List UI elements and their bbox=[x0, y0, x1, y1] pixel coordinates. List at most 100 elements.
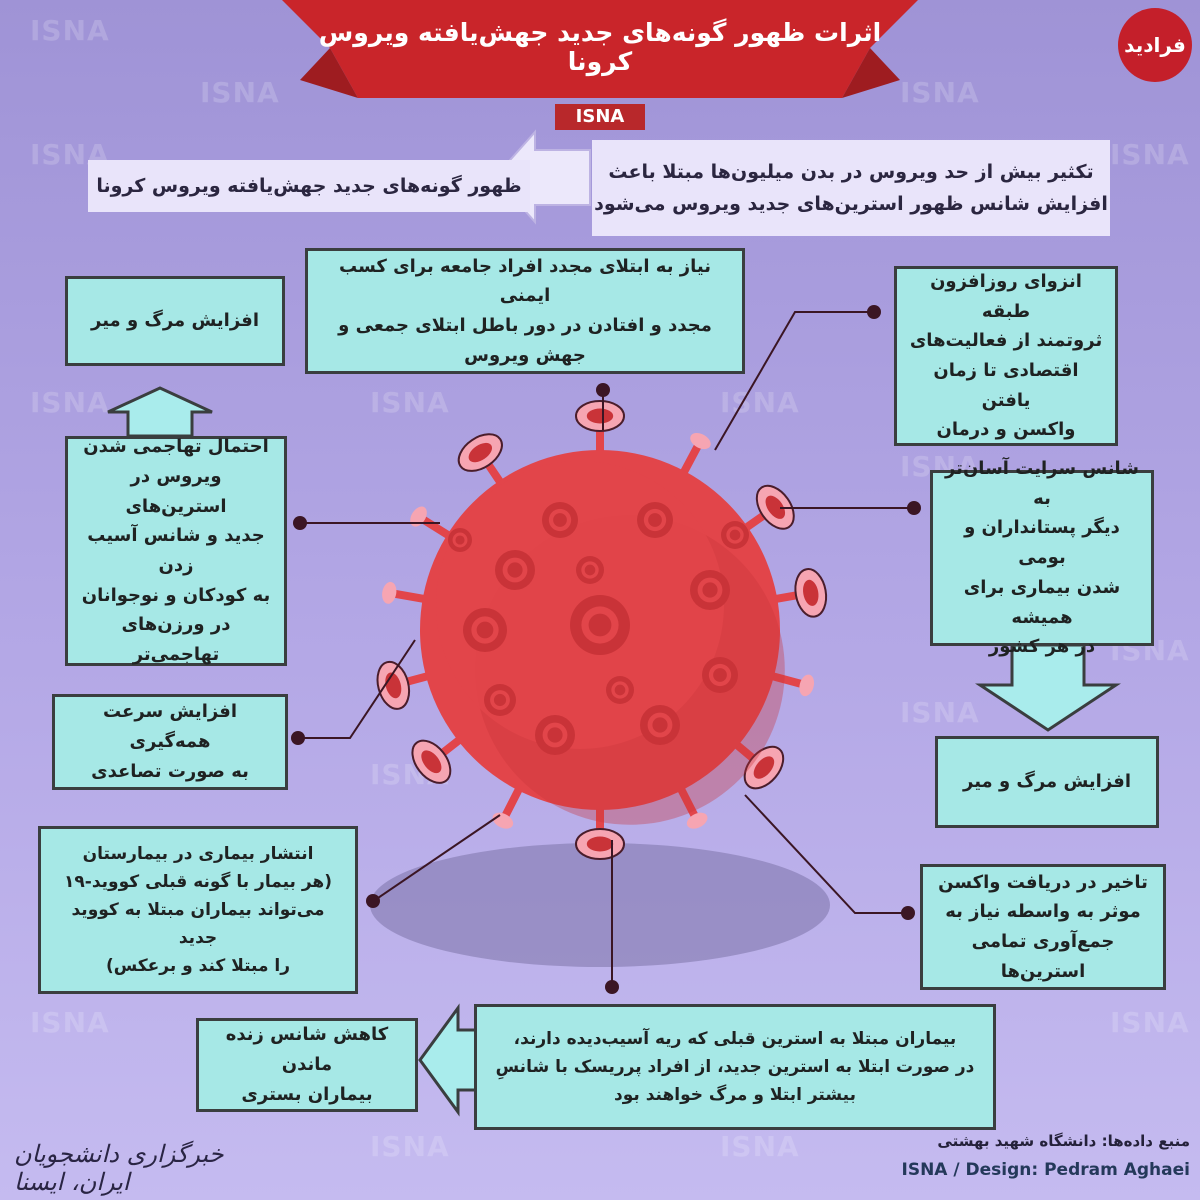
top-right-box: تکثیر بیش از حد ویروس در بدن میلیون‌ها م… bbox=[592, 140, 1110, 236]
text-line: ثروتمند از فعالیت‌های bbox=[909, 330, 1103, 352]
text-line: شدن بیماری برای همیشه bbox=[963, 576, 1121, 628]
arrow-down bbox=[975, 643, 1121, 732]
isna-tag: ISNA bbox=[555, 104, 645, 130]
text-line: افزایش شانس ظهور استرین‌های جدید ویروس م… bbox=[594, 193, 1108, 215]
box-isolation: انزوای روزافزون طبقه ثروتمند از فعالیت‌ه… bbox=[894, 266, 1118, 446]
text-line: تاخیر در دریافت واکسن bbox=[938, 871, 1148, 893]
receptor-center bbox=[553, 513, 567, 527]
box-lung-patients: بیماران مبتلا به استرین قبلی که ریه آسیب… bbox=[474, 1004, 996, 1130]
spike-head bbox=[686, 812, 708, 829]
receptor-center bbox=[588, 613, 612, 637]
receptor-center bbox=[493, 693, 507, 707]
spike-core bbox=[803, 579, 819, 606]
watermark: ISNA bbox=[370, 386, 450, 419]
text-line: ویروس در استرین‌های bbox=[125, 465, 227, 517]
fararu-logo: فرادید bbox=[1118, 8, 1192, 82]
banner-tail-right bbox=[842, 48, 900, 98]
receptor-center bbox=[648, 513, 662, 527]
text-line: در صورت ابتلا به استرین جدید، از افراد پ… bbox=[495, 1056, 975, 1077]
receptor-center bbox=[507, 562, 523, 578]
design-credit: ISNA / Design: Pedram Aghaei bbox=[901, 1160, 1190, 1180]
text-line: کاهش شانس زنده ماندن bbox=[225, 1024, 389, 1076]
spike-core bbox=[468, 442, 493, 463]
page-title: اثرات ظهور گونه‌های جدید جهش‌یافته ویروس… bbox=[318, 18, 882, 76]
spike-core bbox=[753, 756, 775, 779]
box-reinfection: نیاز به ابتلای مجدد افراد جامعه برای کسب… bbox=[305, 248, 745, 374]
watermark: ISNA bbox=[200, 76, 280, 109]
text-line: افزایش سرعت همه‌گیری bbox=[102, 701, 238, 753]
watermark: ISNA bbox=[720, 386, 800, 419]
box-survival: کاهش شانس زنده ماندن بیماران بستری bbox=[196, 1018, 418, 1112]
text-line: بیماران بستری bbox=[241, 1083, 373, 1105]
spike-head bbox=[410, 506, 427, 527]
text-line: دیگر پستانداران و بومی bbox=[964, 517, 1120, 569]
receptor-center bbox=[584, 564, 596, 576]
text-line: می‌تواند بیماران مبتلا به کووید جدید bbox=[71, 899, 325, 949]
watermark: ISNA bbox=[1110, 1006, 1190, 1039]
box-animals: شانس سرایت آسان‌تر به دیگر پستانداران و … bbox=[930, 458, 1154, 657]
text-line: موثر به واسطه نیاز به bbox=[945, 901, 1141, 923]
watermark: ISNA bbox=[30, 386, 110, 419]
text-line: به صورت تصاعدی bbox=[91, 760, 249, 782]
receptor-center bbox=[713, 668, 727, 682]
arrow-up bbox=[107, 386, 213, 438]
spike-core bbox=[586, 836, 614, 852]
text-line: بیماران مبتلا به استرین قبلی که ریه آسیب… bbox=[513, 1028, 957, 1049]
text-line: را مبتلا کند و برعکس) bbox=[105, 956, 291, 977]
receptor-center bbox=[652, 717, 668, 733]
virus-illustration bbox=[376, 400, 828, 860]
top-left-label: ظهور گونه‌های جدید جهش‌یافته ویروس کرونا bbox=[88, 160, 530, 212]
text-line: مجدد و افتادن در دور باطل ابتلای جمعی و bbox=[338, 315, 712, 336]
spike-core bbox=[765, 495, 786, 519]
text-line: تکثیر بیش از حد ویروس در بدن میلیون‌ها م… bbox=[608, 160, 1094, 183]
text-line: (هر بیمار با گونه قبلی کووید-۱۹ bbox=[64, 871, 332, 892]
banner-tail-left bbox=[300, 48, 358, 98]
watermark: ISNA bbox=[720, 1130, 800, 1163]
text-line: اقتصادی تا زمان یافتن bbox=[933, 360, 1079, 411]
watermark: ISNA bbox=[370, 1130, 450, 1163]
watermark: ISNA bbox=[1110, 138, 1190, 171]
text-line: در ورزن‌های تهاجمی‌تر bbox=[121, 614, 231, 666]
box-vaccine-delay: تاخیر در دریافت واکسن موثر به واسطه نیاز… bbox=[920, 864, 1166, 990]
virus-shadow bbox=[370, 843, 830, 967]
receptor-center bbox=[614, 684, 626, 696]
watermark: ISNA bbox=[900, 696, 980, 729]
text-line: بیشتر ابتلا و مرگ خواهند بود bbox=[614, 1085, 856, 1106]
connector-lines bbox=[300, 311, 912, 985]
watermark: ISNA bbox=[900, 76, 980, 109]
spike-head bbox=[799, 674, 815, 697]
box-hospital: انتشار بیماری در بیمارستان (هر بیمار با … bbox=[38, 826, 358, 994]
agency-signature: خبرگزاری دانشجویان ایران، ایسنا bbox=[14, 1140, 224, 1196]
spike-head bbox=[690, 432, 711, 450]
spike-head bbox=[382, 581, 397, 604]
text-line: شانس سرایت آسان‌تر به bbox=[944, 458, 1140, 509]
watermark: ISNA bbox=[30, 1006, 110, 1039]
spike-core bbox=[421, 750, 442, 774]
watermark: ISNA bbox=[30, 14, 110, 47]
box-aggressive: احتمال تهاجمی شدن ویروس در استرین‌های جد… bbox=[65, 436, 287, 666]
receptor-center bbox=[702, 582, 718, 598]
title-banner bbox=[282, 0, 918, 98]
text-line: واکسن و درمان bbox=[936, 419, 1076, 441]
spike-core bbox=[586, 408, 614, 424]
receptor-center bbox=[476, 621, 494, 639]
receptor-center bbox=[547, 727, 563, 743]
box-deaths-right: افزایش مرگ و میر bbox=[935, 736, 1159, 828]
source-note: منبع داده‌ها: دانشگاه شهید بهشتی bbox=[937, 1132, 1190, 1150]
text-line: به کودکان و نوجوانان bbox=[81, 584, 271, 606]
box-spread-speed: افزایش سرعت همه‌گیری به صورت تصاعدی bbox=[52, 694, 288, 790]
text-line: احتمال تهاجمی شدن bbox=[83, 436, 269, 458]
box-deaths-left: افزایش مرگ و میر bbox=[65, 276, 285, 366]
receptor-center bbox=[455, 535, 465, 545]
text-line: در هر کشور bbox=[988, 636, 1096, 658]
text-line: انتشار بیماری در بیمارستان bbox=[82, 843, 314, 864]
text-line: نیاز به ابتلای مجدد افراد جامعه برای کسب… bbox=[339, 255, 711, 307]
text-line: جهش ویروس bbox=[464, 344, 586, 366]
text-line: جدید و شانس آسیب زدن bbox=[87, 525, 265, 576]
text-line: انزوای روزافزون طبقه bbox=[930, 270, 1082, 322]
receptor-center bbox=[729, 529, 741, 541]
connector-dots bbox=[291, 305, 921, 994]
text-line: جمع‌آوری تمامی استرین‌ها bbox=[971, 931, 1115, 982]
